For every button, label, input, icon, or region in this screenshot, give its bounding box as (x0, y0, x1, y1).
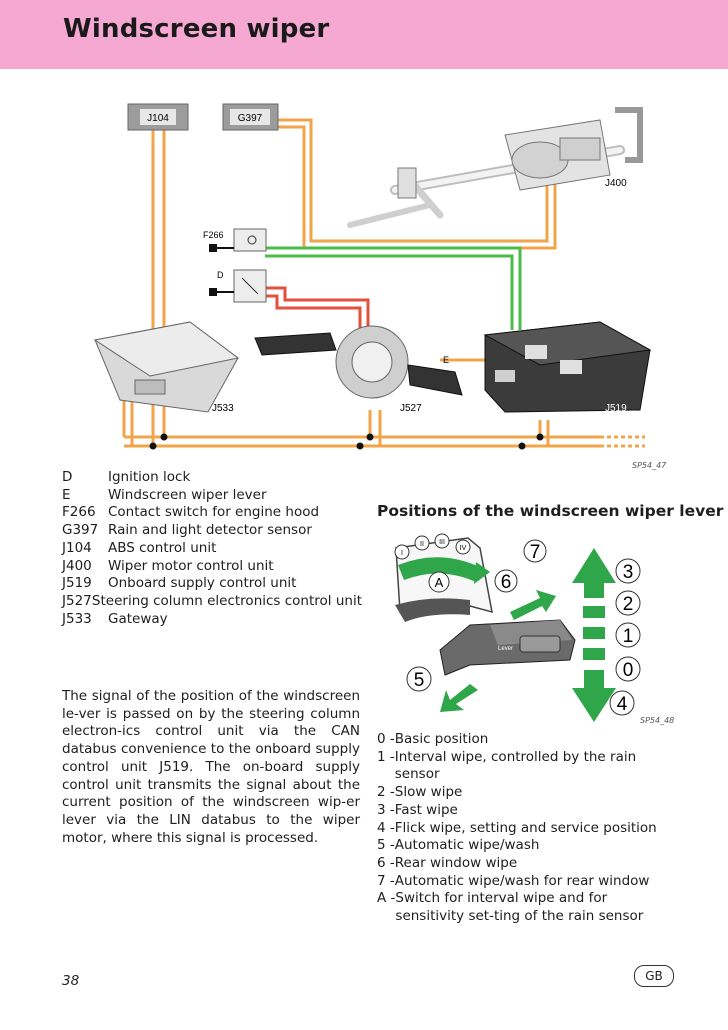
g397-box: G397 (222, 103, 279, 131)
position-2-marker (615, 590, 641, 616)
green-wires (265, 246, 522, 330)
list-item: 6 - Rear window wipe (377, 854, 518, 871)
svg-text:II: II (420, 541, 424, 548)
list-item: A - Switch for interval wipe and for sen… (377, 890, 644, 925)
svg-text:A: A (435, 575, 444, 590)
gateway-unit: J533 (93, 321, 240, 414)
list-item: 2 - Slow wipe (377, 784, 463, 801)
d-label: D (217, 270, 224, 280)
j104-label: J104 (147, 113, 169, 124)
green-arc (398, 557, 482, 582)
callout-bubble (395, 537, 493, 614)
f266-switch: F266 (203, 228, 267, 252)
svg-text:III: III (439, 539, 445, 546)
position-7-marker (523, 539, 547, 563)
page-number: 38 (62, 973, 80, 989)
junction-dots (149, 433, 544, 450)
figure-code-2: SP54_48 (640, 716, 675, 725)
arrow-down (572, 670, 616, 722)
page-header: Windscreen wiper (0, 0, 728, 69)
list-item: 7 - Automatic wipe/wash for rear window (377, 872, 650, 889)
j519-label: J519 (605, 403, 627, 414)
arrow-up (572, 548, 616, 598)
positions-list: 0 - Basic position 1 - Interval wipe, co… (377, 731, 677, 926)
list-item: 3 - Fast wipe (377, 801, 458, 818)
position-1-marker (615, 622, 641, 648)
onboard-supply-unit: J519 (483, 321, 652, 414)
svg-text:4: 4 (617, 694, 628, 715)
arrow-5 (440, 684, 478, 712)
svg-text:7: 7 (530, 542, 541, 563)
position-0-marker (615, 656, 641, 682)
svg-text:IV: IV (460, 545, 467, 552)
wiring-diagram: J104 G397 J400 F266 D J53 (93, 103, 652, 450)
list-item: 0 - Basic position (377, 731, 489, 747)
steering-column-unit: E J527 (254, 325, 463, 414)
position-5-marker (406, 666, 432, 692)
e-label: E (443, 355, 449, 365)
position-4-marker (609, 690, 635, 716)
g397-label: G397 (238, 113, 263, 124)
svg-text:I: I (401, 550, 403, 557)
svg-text:0: 0 (623, 660, 634, 681)
svg-text:6: 6 (501, 572, 512, 593)
svg-text:1: 1 (623, 626, 634, 647)
roman-ii-marker (414, 535, 430, 551)
arrow-7 (510, 590, 556, 620)
list-item: 1 - Interval wipe, controlled by the rai… (377, 748, 637, 783)
ignition-lock: D (209, 269, 267, 303)
svg-text:3: 3 (623, 562, 634, 583)
position-3-marker (615, 558, 641, 584)
badge-a (428, 571, 450, 593)
f266-label: F266 (203, 230, 224, 240)
lever-knob (395, 598, 470, 622)
j533-label: J533 (212, 403, 234, 414)
roman-iii-marker (434, 533, 450, 549)
lever-text: Lever (498, 646, 513, 652)
position-6-marker (494, 569, 518, 593)
lever-body (439, 619, 576, 676)
wiper-motor-assembly: J400 (347, 107, 643, 228)
list-item: 5 - Automatic wipe/wash (377, 837, 540, 854)
svg-text:5: 5 (414, 670, 425, 691)
figure-code-1: SP54_47 (632, 461, 667, 470)
j400-label: J400 (605, 178, 627, 189)
positions-heading: Positions of the windscreen wiper lever (377, 502, 724, 520)
red-wires (265, 286, 370, 338)
body-paragraph: The signal of the position of the windsc… (62, 688, 360, 846)
svg-text:2: 2 (623, 594, 634, 615)
page-title: Windscreen wiper (63, 14, 330, 44)
roman-iv-marker (455, 539, 471, 555)
j104-box: J104 (127, 103, 189, 131)
list-item: 4 - Flick wipe, setting and service posi… (377, 819, 657, 836)
roman-i-marker (394, 544, 410, 560)
language-badge: GB (634, 965, 674, 987)
j527-label: J527 (400, 403, 422, 414)
